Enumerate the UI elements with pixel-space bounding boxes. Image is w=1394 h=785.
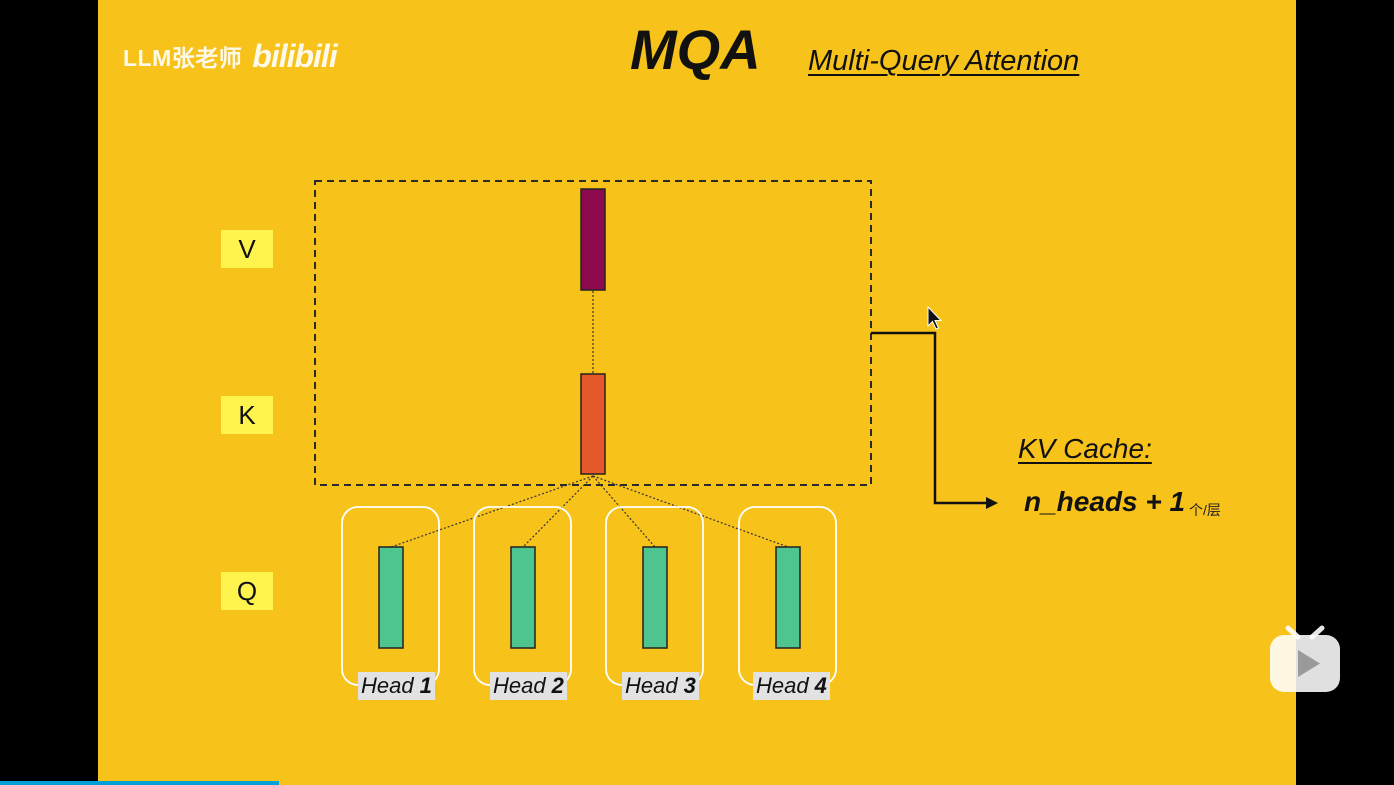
key-block	[580, 373, 606, 475]
bilibili-logo: bilibili	[252, 37, 337, 74]
value-block	[580, 188, 606, 291]
bilibili-tv-play-icon[interactable]	[1268, 622, 1342, 694]
slide-title: MQA	[630, 18, 761, 81]
k-head4-connector	[592, 475, 789, 548]
kv-cache-title: KV Cache:	[1018, 433, 1152, 464]
channel-name: LLM张老师	[123, 45, 243, 71]
k-head1-connector	[390, 475, 594, 548]
video-progress-bar[interactable]	[0, 781, 279, 785]
query-block-4	[775, 546, 801, 649]
row-label-k: K	[221, 396, 273, 434]
slide-canvas	[98, 0, 1296, 785]
watermark: LLM张老师 bilibili	[123, 36, 338, 76]
kv-cache-formula: n_heads + 1	[1024, 486, 1186, 517]
row-label-v: V	[221, 230, 273, 268]
query-block-1	[378, 546, 404, 649]
kv-cache-unit: 个/层	[1189, 502, 1221, 518]
row-label-q: Q	[221, 572, 273, 610]
slide-subtitle: Multi-Query Attention	[808, 45, 1080, 77]
mouse-pointer-icon	[927, 305, 943, 330]
query-block-2	[510, 546, 536, 649]
kv-cache-arrow	[871, 331, 988, 505]
query-block-3	[642, 546, 668, 649]
arrow-head-icon	[986, 497, 998, 509]
k-head2-connector	[522, 475, 594, 548]
